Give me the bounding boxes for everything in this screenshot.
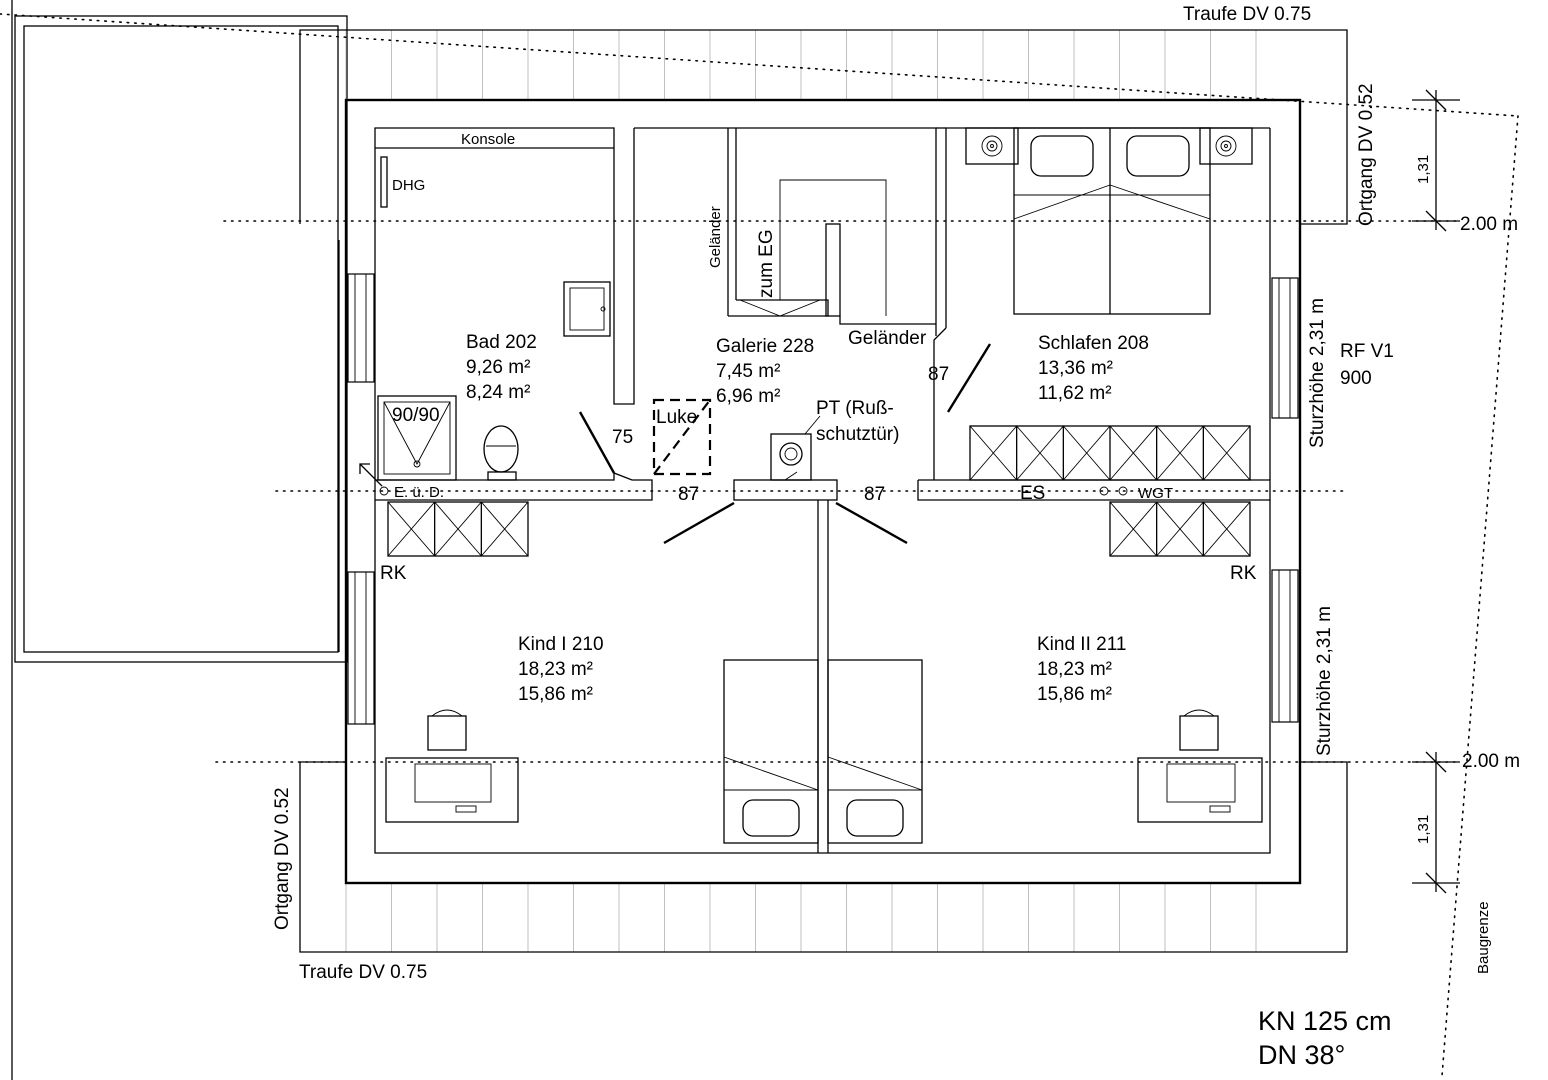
bad-area-gross: 9,26 m² [466, 357, 530, 378]
stair-gallery [727, 128, 936, 325]
rf-label: RF V1 [1340, 341, 1394, 362]
adjacent-structure [14, 15, 348, 663]
windows [347, 273, 1299, 725]
es-label: ES [1020, 483, 1045, 504]
galerie-name: Galerie 228 [716, 336, 814, 357]
rk-right-label: RK [1230, 563, 1257, 584]
door-galerie-left-width: 87 [678, 484, 699, 505]
door-schlafen-width: 87 [928, 364, 949, 385]
ortgang-left-label: Ortgang DV 0.52 [272, 787, 293, 930]
gelaender-horizontal-label: Geländer [848, 328, 927, 349]
schlafen-name: Schlafen 208 [1038, 333, 1149, 354]
luke-label: Luke [656, 407, 697, 428]
kind1-area-gross: 18,23 m² [518, 659, 593, 680]
chimney [770, 415, 821, 481]
schlafen-area-gross: 13,36 m² [1038, 358, 1113, 379]
konsole-label: Konsole [461, 131, 515, 148]
ortgang-right-label: Ortgang DV 0.52 [1356, 83, 1377, 226]
rf-value-label: 900 [1340, 368, 1372, 389]
baugrenze-label: Baugrenze [1475, 901, 1492, 974]
kind2-name: Kind II 211 [1037, 634, 1126, 655]
height-top-label: 2.00 m [1460, 214, 1518, 235]
dn-label: DN 38° [1258, 1040, 1345, 1070]
gelaender-vertical-label: Geländer [707, 206, 724, 268]
dim-bottom-label: 1,31 [1415, 815, 1432, 844]
kind2-area-gross: 18,23 m² [1037, 659, 1112, 680]
traufe-top-label: Traufe DV 0.75 [1183, 4, 1311, 25]
sturz-lower-label: Sturzhöhe 2,31 m [1314, 606, 1335, 756]
wardrobes [387, 425, 1251, 557]
schlafen-area-net: 11,62 m² [1038, 383, 1112, 404]
dimension-markers [1412, 89, 1460, 894]
kind1-area-net: 15,86 m² [518, 684, 593, 705]
roof-rafters [345, 30, 1257, 952]
traufe-bottom-label: Traufe DV 0.75 [299, 962, 427, 983]
pt-label-line1: PT (Ruß- [816, 398, 894, 419]
sturz-upper-label: Sturzhöhe 2,31 m [1307, 298, 1328, 448]
wgt-label: WGT [1138, 485, 1173, 502]
bedroom-furniture [965, 127, 1253, 315]
door-bad-width: 75 [612, 427, 633, 448]
height-lines [0, 13, 1519, 1077]
door-leaves [578, 343, 992, 545]
kind2-area-net: 15,86 m² [1037, 684, 1112, 705]
dim-top-label: 1,31 [1415, 155, 1432, 184]
bad-area-net: 8,24 m² [466, 382, 530, 403]
dhg-label: DHG [392, 177, 425, 194]
height-bottom-label: 2.00 m [1462, 751, 1520, 772]
kinder-furniture [385, 486, 1263, 844]
bad-name: Bad 202 [466, 332, 537, 353]
exterior-walls [344, 98, 1302, 885]
eud-label: E. ü. D. [394, 484, 444, 501]
galerie-area-net: 6,96 m² [716, 386, 780, 407]
kn-label: KN 125 cm [1258, 1006, 1392, 1036]
galerie-area-gross: 7,45 m² [716, 361, 780, 382]
bathroom-fixtures [359, 156, 611, 496]
rk-left-label: RK [380, 563, 407, 584]
shower-label: 90/90 [392, 405, 440, 426]
pt-label-line2: schutztür) [816, 424, 899, 445]
kind1-name: Kind I 210 [518, 634, 604, 655]
door-galerie-right-width: 87 [864, 484, 885, 505]
zum-eg-label: zum EG [756, 229, 777, 298]
